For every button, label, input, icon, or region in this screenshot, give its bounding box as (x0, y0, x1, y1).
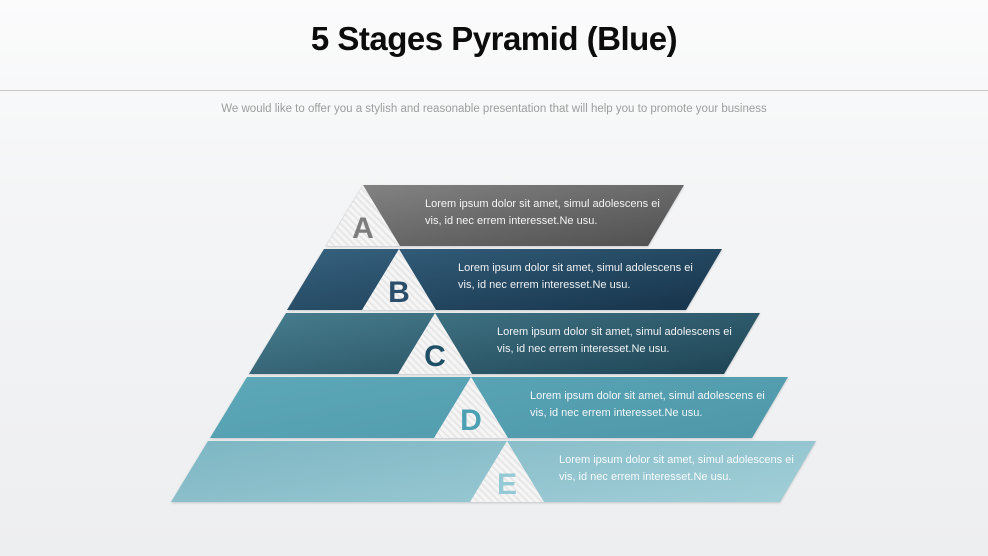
title-divider (0, 90, 988, 91)
stage-letter: B (388, 276, 410, 309)
slide-subtitle: We would like to offer you a stylish and… (221, 103, 767, 115)
stage-letter: D (460, 404, 482, 437)
stage-text: Lorem ipsum dolor sit amet, simul adoles… (530, 388, 765, 422)
stage-letter: A (352, 212, 374, 245)
stage-band-shape (287, 249, 722, 310)
stage-text: Lorem ipsum dolor sit amet, simul adoles… (458, 260, 693, 294)
slide-title: 5 Stages Pyramid (Blue) (310, 20, 678, 57)
stage-text-line: vis, id nec errem interesset.Ne usu. (458, 279, 631, 291)
stage-text-line: vis, id nec errem interesset.Ne usu. (530, 407, 703, 419)
stage-text: Lorem ipsum dolor sit amet, simul adoles… (425, 196, 660, 230)
pyramid-stage-a: A Lorem ipsum dolor sit amet, simul adole… (326, 185, 684, 246)
stage-text-line: Lorem ipsum dolor sit amet, simul adoles… (458, 262, 693, 274)
stage-text: Lorem ipsum dolor sit amet, simul adoles… (559, 452, 794, 486)
stage-text-line: Lorem ipsum dolor sit amet, simul adoles… (425, 198, 660, 210)
stage-text: Lorem ipsum dolor sit amet, simul adoles… (497, 324, 732, 358)
stage-text-line: Lorem ipsum dolor sit amet, simul adoles… (497, 326, 732, 338)
stage-letter: C (424, 340, 446, 373)
stage-text-line: vis, id nec errem interesset.Ne usu. (497, 343, 670, 355)
stage-text-line: Lorem ipsum dolor sit amet, simul adoles… (559, 454, 794, 466)
stage-text-line: vis, id nec errem interesset.Ne usu. (559, 471, 732, 483)
pyramid-stage-b: B Lorem ipsum dolor sit amet, simul adole… (287, 249, 722, 310)
stage-band-shape (249, 313, 760, 374)
pyramid-stage-c: C Lorem ipsum dolor sit amet, simul adole… (249, 313, 760, 374)
stage-text-line: Lorem ipsum dolor sit amet, simul adoles… (530, 390, 765, 402)
stage-letter: E (496, 468, 517, 501)
stage-text-line: vis, id nec errem interesset.Ne usu. (425, 215, 598, 227)
pyramid-stage-d: D Lorem ipsum dolor sit amet, simul adole… (210, 377, 788, 438)
pyramid-stage-e: E Lorem ipsum dolor sit amet, simul adole… (171, 441, 816, 502)
